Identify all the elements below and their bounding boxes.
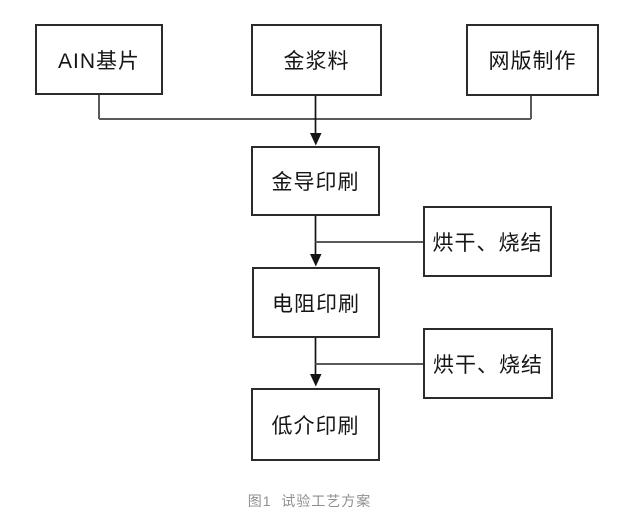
node-gold-conductor-print: 金导印刷 bbox=[251, 146, 380, 216]
node-dry-sinter-1: 烘干、烧结 bbox=[423, 206, 552, 277]
arrowhead-to-resistor bbox=[310, 254, 322, 267]
node-screen-making: 网版制作 bbox=[466, 24, 599, 96]
node-gold-paste: 金浆料 bbox=[251, 24, 382, 96]
node-gold-conductor-print-label: 金导印刷 bbox=[271, 171, 360, 194]
node-gold-paste-label: 金浆料 bbox=[283, 50, 350, 73]
node-ain-substrate-label: AIN基片 bbox=[57, 49, 140, 73]
node-low-k-print-label: 低介印刷 bbox=[271, 414, 360, 438]
node-dry-sinter-2-label: 烘干、烧结 bbox=[433, 353, 543, 377]
arrowhead-to-low-k bbox=[310, 374, 322, 387]
node-ain-substrate: AIN基片 bbox=[35, 24, 163, 95]
node-dry-sinter-1-label: 烘干、烧结 bbox=[432, 231, 543, 255]
node-dry-sinter-2: 烘干、烧结 bbox=[423, 328, 553, 399]
node-screen-making-label: 网版制作 bbox=[488, 50, 577, 73]
node-resistor-print-label: 电阻印刷 bbox=[272, 292, 360, 316]
node-resistor-print: 电阻印刷 bbox=[252, 267, 380, 338]
node-low-k-print: 低介印刷 bbox=[251, 388, 380, 461]
figure-caption: 图1 试验工艺方案 bbox=[247, 493, 372, 509]
arrowhead-to-gold-conductor bbox=[310, 133, 322, 146]
